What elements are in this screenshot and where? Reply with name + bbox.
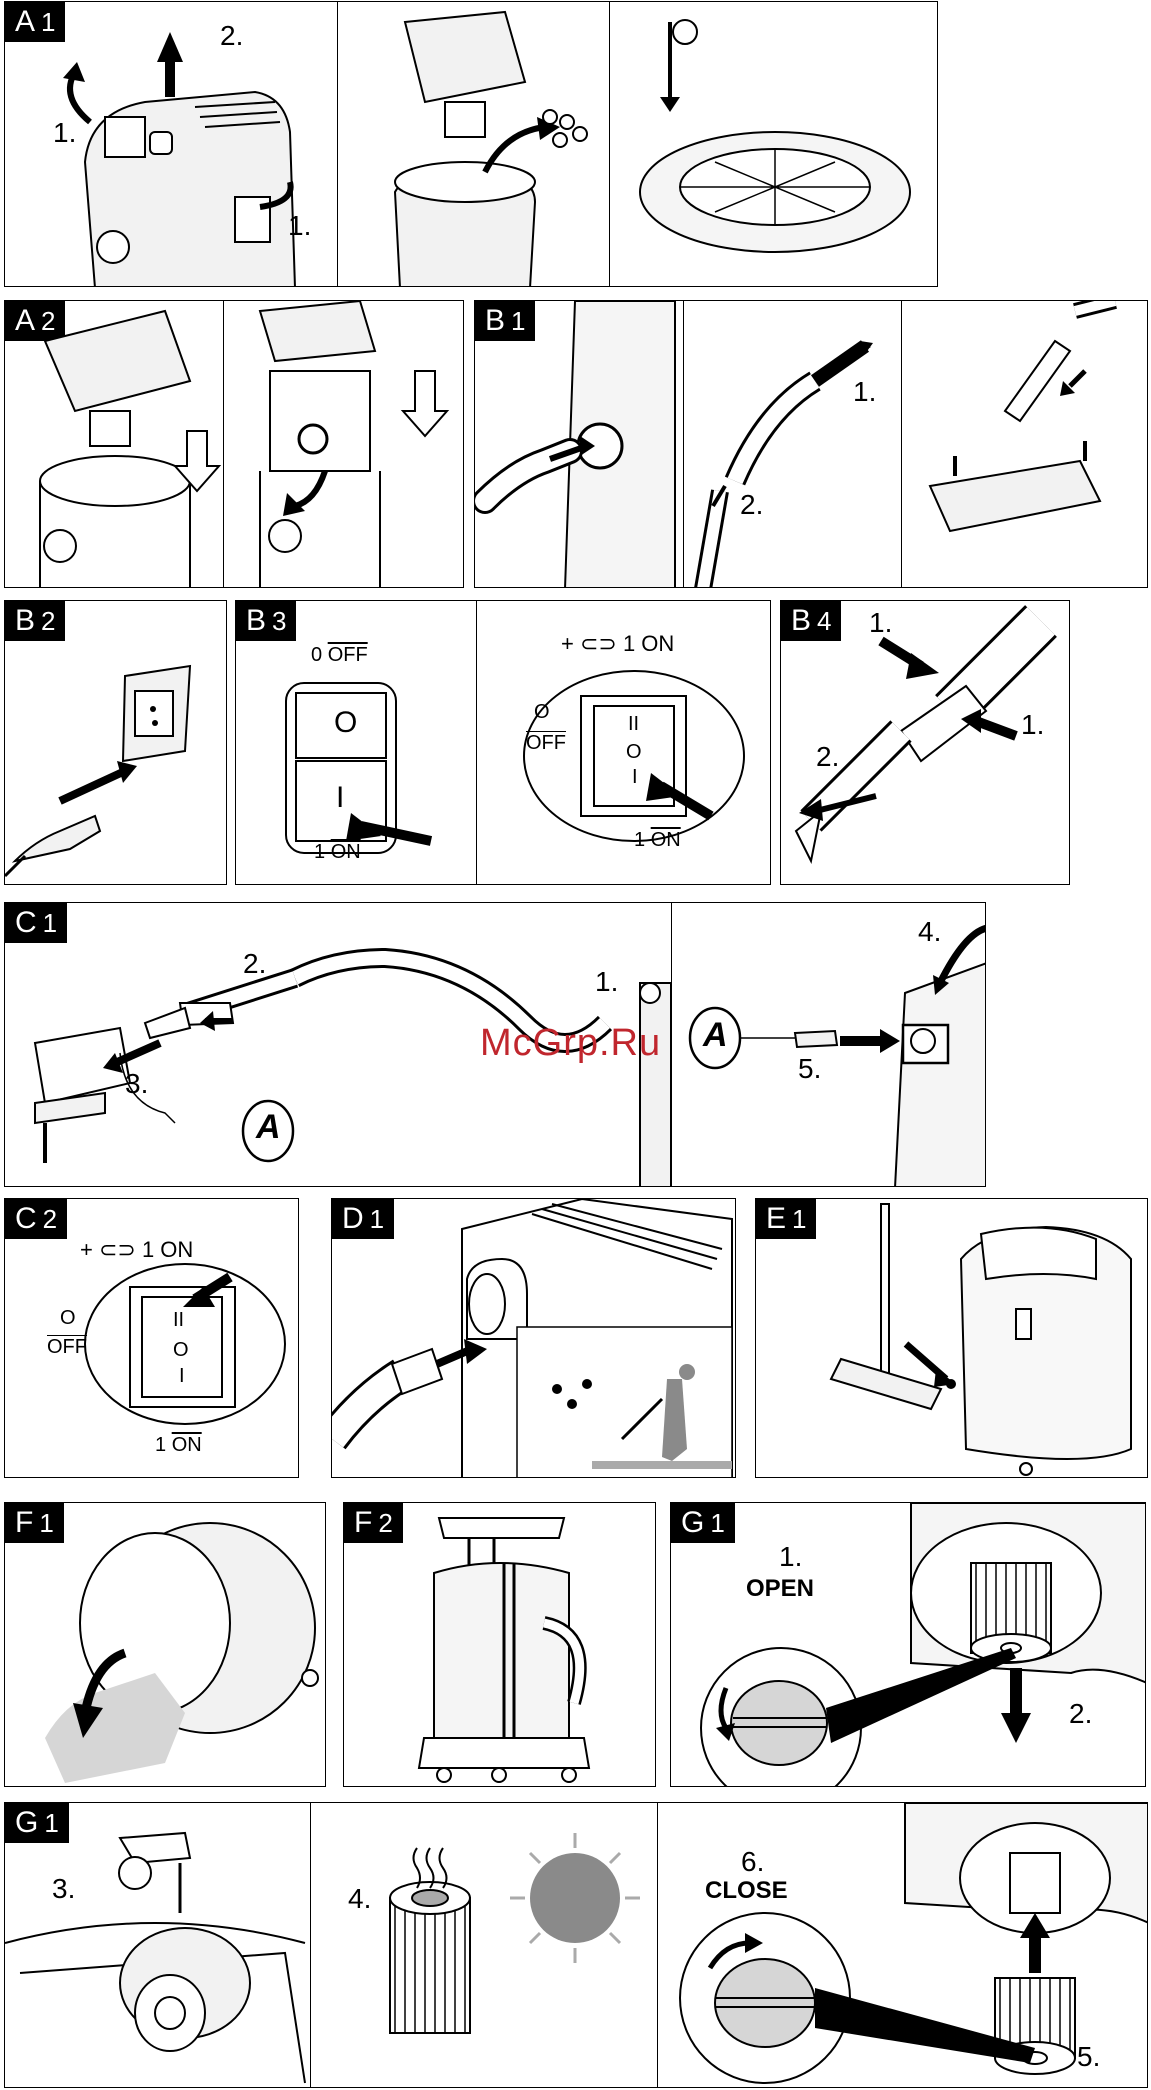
step-number: 6. — [741, 1846, 764, 1878]
step-number: 2. — [1069, 1698, 1092, 1730]
circle-a: A — [256, 1108, 281, 1147]
a2-illustration — [5, 301, 464, 588]
on-label-2: 1 ON — [634, 829, 681, 852]
step-number: 4. — [348, 1883, 371, 1915]
side-o: O — [534, 701, 550, 724]
step-number: 2. — [243, 948, 266, 980]
switch-ii: II — [173, 1309, 184, 1332]
close-label: CLOSE — [705, 1877, 788, 1905]
step-number: 5. — [1077, 2041, 1100, 2073]
step-number: 3. — [125, 1068, 148, 1100]
step-number: 1. — [53, 117, 76, 149]
step-number: 1. — [853, 376, 876, 408]
f2-illustration — [344, 1503, 656, 1787]
step-number: 1. — [1021, 709, 1044, 741]
step-number: 1. — [869, 607, 892, 639]
step-number: 5. — [798, 1053, 821, 1085]
switch-i: I — [336, 781, 344, 815]
switch-o-small: O — [173, 1339, 189, 1362]
b1-illustration — [475, 301, 1148, 588]
switch-i-small: I — [179, 1365, 185, 1388]
circle-a: A — [703, 1016, 728, 1055]
switch-ii: II — [628, 713, 639, 736]
step-number: 2. — [816, 741, 839, 773]
step-number: 1. — [288, 210, 311, 242]
step-number: 1. — [779, 1541, 802, 1573]
open-label: OPEN — [746, 1575, 814, 1603]
e1-illustration — [756, 1199, 1148, 1478]
switch-o: O — [334, 706, 357, 740]
a1-illustration — [5, 2, 938, 287]
step-number: 4. — [918, 916, 941, 948]
watermark: McGrp.Ru — [480, 1022, 661, 1065]
g1-clean-illustration — [5, 1803, 1148, 2088]
step-number: 2. — [220, 20, 243, 52]
g1-open-illustration — [671, 1503, 1146, 1787]
switch-i-small: I — [632, 766, 638, 789]
side-off: OFF — [526, 731, 566, 755]
f1-illustration — [5, 1503, 326, 1787]
b2-illustration — [5, 601, 227, 885]
plus-on-label: + ⊂⊃ 1 ON — [561, 631, 674, 657]
d1-illustration — [332, 1199, 736, 1478]
switch-o-small: O — [626, 741, 642, 764]
side-o: O — [60, 1307, 76, 1330]
side-off: OFF — [47, 1335, 87, 1359]
on-label: 1 ON — [314, 841, 361, 864]
step-number: 1. — [595, 966, 618, 998]
step-number: 2. — [740, 489, 763, 521]
step-number: 3. — [52, 1873, 75, 1905]
on-label: 1 ON — [155, 1434, 202, 1457]
